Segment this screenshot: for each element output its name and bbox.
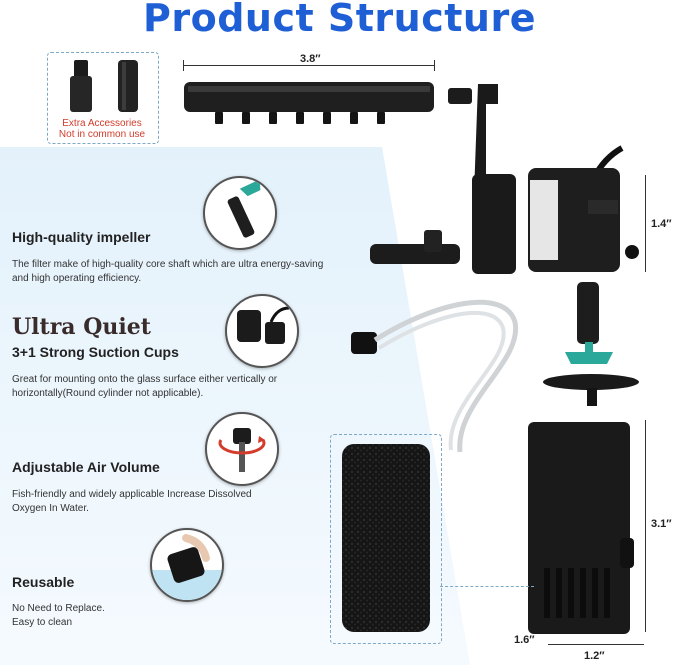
width-label: 1.2′′ <box>584 650 605 662</box>
accessories-label-line1: Extra Accessories <box>62 118 142 129</box>
body-height-label: 3.1′′ <box>651 518 672 530</box>
impeller-feature-image <box>203 176 277 250</box>
sponge-box <box>330 434 442 644</box>
feature-desc-reusable: No Need to Replace. Easy to clean <box>12 602 105 630</box>
accessories-box <box>47 52 159 144</box>
width-dimension-line <box>548 644 644 645</box>
air-tube-illustration <box>351 299 519 453</box>
sponge-pointer-line <box>440 586 534 587</box>
feature-desc-line: Easy to clean <box>12 617 73 628</box>
body-height-dimension-line <box>645 420 646 632</box>
page-title: Product Structure <box>143 0 536 40</box>
filter-body-illustration <box>528 422 634 634</box>
air-valve-icon <box>218 428 266 472</box>
accessory-fittings-illustration <box>70 60 138 112</box>
spray-bar-illustration <box>184 82 498 194</box>
feature-heading-reusable: Reusable <box>12 574 75 590</box>
feature-desc-suction-cups: Great for mounting onto the glass surfac… <box>12 373 277 401</box>
suction-cups-feature-image <box>225 294 299 368</box>
washing-sponge-icon <box>152 534 222 600</box>
t-connector-illustration <box>370 230 460 264</box>
feature-heading-impeller: High-quality impeller <box>12 229 151 245</box>
accessories-label: Extra Accessories Not in common use <box>47 118 157 140</box>
feature-desc-impeller: The filter make of high-quality core sha… <box>12 258 323 286</box>
feature-heading-suction-cups: 3+1 Strong Suction Cups <box>12 344 179 360</box>
impeller-and-cap-illustration <box>543 282 639 406</box>
spray-bar-dimension-line <box>183 65 435 66</box>
pump-height-label: 1.4′′ <box>651 218 672 230</box>
reusable-feature-image <box>150 528 224 602</box>
feature-desc-line: Oxygen In Water. <box>12 503 89 514</box>
feature-heading-air-volume: Adjustable Air Volume <box>12 459 160 475</box>
accessories-label-line2: Not in common use <box>58 129 146 140</box>
sponge-illustration <box>342 444 430 632</box>
dimension-tick <box>183 60 184 71</box>
feature-desc-line: Great for mounting onto the glass surfac… <box>12 374 278 385</box>
feature-desc-line: horizontally(Round cylinder not applicab… <box>12 388 204 399</box>
spray-bar-length-label: 3.8′′ <box>296 53 325 65</box>
feature-desc-line: No Need to Replace. <box>12 603 105 614</box>
feature-desc-line: Fish-friendly and widely applicable Incr… <box>12 489 252 500</box>
pump-illustration <box>472 145 639 274</box>
air-volume-feature-image <box>205 412 279 486</box>
suction-cup-icon <box>237 306 290 344</box>
feature-big-title-ultra-quiet: Ultra Quiet <box>12 314 151 340</box>
feature-desc-air-volume: Fish-friendly and widely applicable Incr… <box>12 488 252 516</box>
depth-label: 1.6′′ <box>514 634 535 646</box>
impeller-icon <box>227 179 261 238</box>
feature-desc-line: and high operating efficiency. <box>12 273 142 284</box>
dimension-tick <box>434 60 435 71</box>
pump-height-dimension-line <box>645 175 646 272</box>
feature-desc-line: The filter make of high-quality core sha… <box>12 259 324 270</box>
